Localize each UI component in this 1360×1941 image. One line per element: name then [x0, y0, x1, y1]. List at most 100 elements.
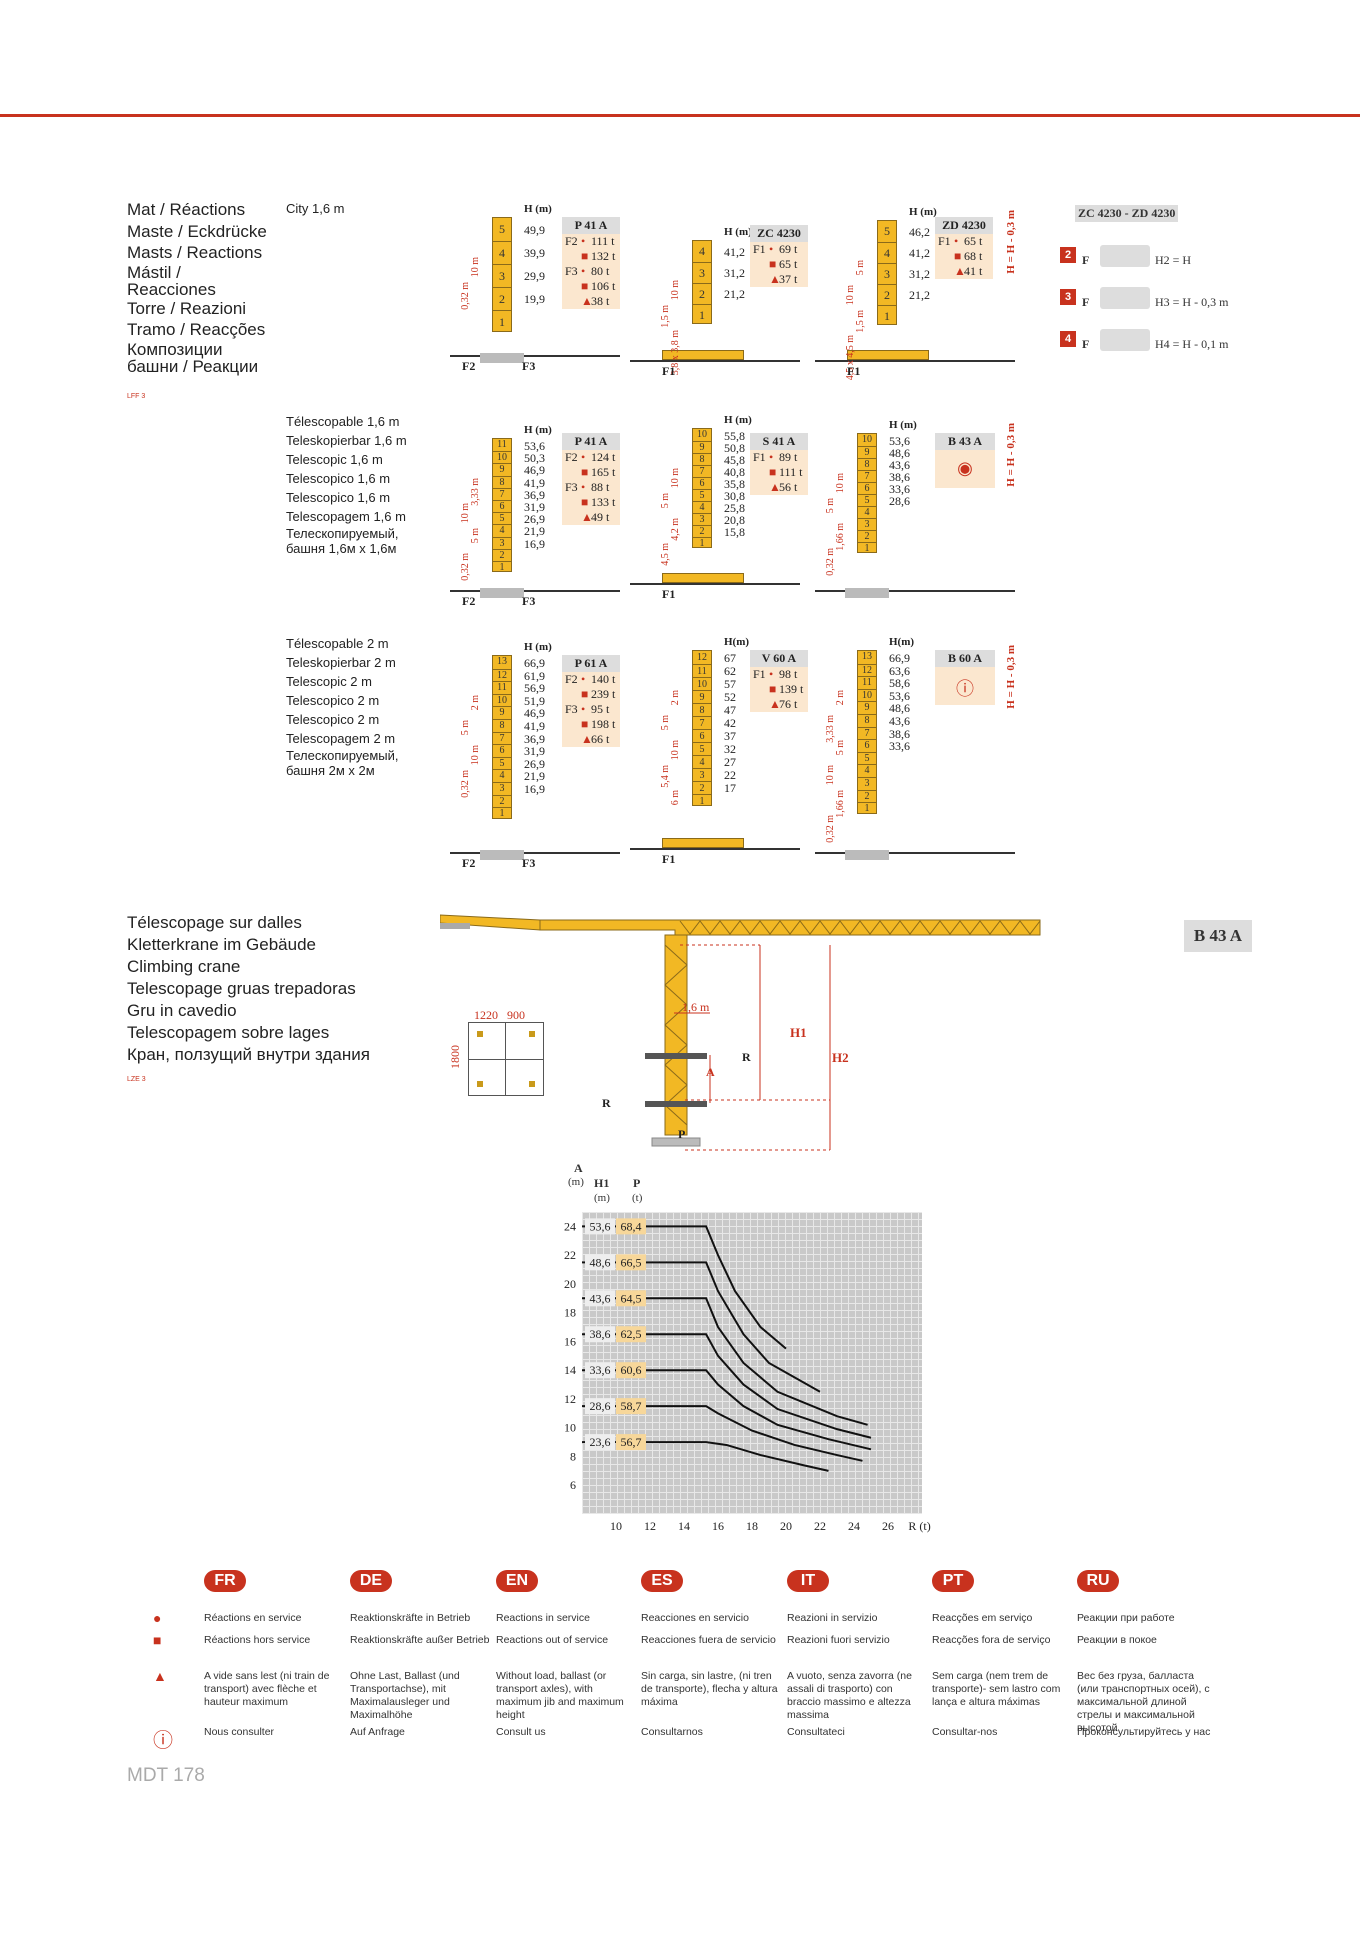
mast-segment-number: 7 — [858, 470, 876, 482]
mast-segment-number: 7 — [493, 487, 511, 500]
reaction-row: ▲76 t — [750, 697, 808, 712]
mast-segment-number: 10 — [697, 429, 707, 440]
reaction-row: F2•140 t — [562, 672, 620, 687]
in-service-icon: • — [954, 234, 959, 248]
y-tick-label: 10 — [564, 1421, 576, 1435]
legend-text: Nous consulter — [204, 1726, 275, 1738]
force-label: F2 — [462, 359, 476, 373]
reaction-row: ▲56 t — [750, 480, 808, 495]
dimension-label: 4,5 m — [660, 543, 671, 566]
weight-icon: ▲ — [769, 272, 781, 286]
mast-segment-number: 7 — [693, 716, 711, 729]
mast-segment-number: 4 — [693, 755, 711, 768]
mast-segment-number: 3 — [693, 768, 711, 781]
reaction-table: B 43 A◉ — [935, 433, 995, 488]
y-tick-label: 22 — [564, 1248, 576, 1262]
height-value: 53,6 — [889, 688, 910, 703]
chart-a-unit: (m) — [568, 1176, 584, 1188]
p-cell — [616, 1326, 646, 1343]
dimension-label: 3,33 m — [470, 478, 481, 506]
height-value: 38,6 — [889, 726, 910, 741]
dimension-label: 10 m — [460, 503, 471, 524]
r-label: R — [602, 1096, 611, 1110]
legend-text: Auf Anfrage — [350, 1726, 405, 1738]
out-of-service-icon: ■ — [581, 249, 589, 263]
dimension-label: 5 m — [470, 528, 481, 544]
series-line — [582, 1441, 829, 1472]
mast-segment-number: 4 — [878, 242, 896, 263]
in-service-icon: • — [581, 672, 586, 686]
reaction-value: 68 t — [964, 249, 983, 263]
height-value: 25,8 — [724, 501, 745, 515]
case-number: 4 — [1060, 331, 1076, 347]
mast-segment-number: 2 — [858, 530, 876, 542]
out-of-service-icon: ■ — [769, 682, 777, 696]
legend-text: Reacções em serviço — [932, 1612, 1033, 1624]
out-of-service-icon: ■ — [954, 249, 962, 263]
weight-icon: ▲ — [769, 480, 781, 494]
reaction-value: 41 t — [964, 264, 983, 278]
force-label — [938, 264, 954, 279]
mast-segment-number: 5 — [693, 742, 711, 755]
a-label: A — [706, 1065, 715, 1079]
height-value: 61,9 — [524, 668, 545, 683]
r-label: R — [742, 1050, 751, 1064]
force-label: F1 — [753, 450, 766, 464]
page-ref: MDT 178 — [127, 1765, 205, 1786]
legend-text: Вес без груза, балласта (или транспортны… — [1077, 1670, 1210, 1734]
mast-segment-number: 1 — [878, 305, 896, 326]
h1-value: 38,6 — [590, 1327, 611, 1341]
reaction-value: 49 t — [591, 510, 610, 524]
mast-segment-number: 3 — [493, 782, 511, 795]
force-label — [565, 510, 581, 525]
force-label: F1 — [662, 364, 676, 378]
dimension-label: 5 m — [825, 498, 836, 514]
table-title: P 41 A — [562, 433, 620, 450]
h1-value: 28,6 — [590, 1399, 611, 1413]
foundation-block — [480, 850, 524, 860]
height-formula: H2 = H — [1155, 253, 1192, 267]
plan-dim-w1: 1220 — [474, 1008, 498, 1022]
dimension-label: 10 m — [670, 280, 681, 301]
ground-line — [630, 360, 800, 362]
reaction-row: ▲66 t — [562, 732, 620, 747]
height-value: 30,8 — [724, 489, 745, 503]
reaction-row: ■68 t — [935, 249, 993, 264]
legend-text: Consultarnos — [641, 1726, 703, 1738]
mast-segment-number: 6 — [493, 500, 511, 512]
reaction-row: F3•88 t — [562, 480, 620, 495]
mast-segment-number: 9 — [858, 446, 876, 458]
legend-text: Consult us — [496, 1726, 546, 1738]
height-value: 17 — [724, 781, 736, 795]
force-label: F2 — [565, 234, 578, 248]
legend-text: Without load, ballast (or transport axle… — [496, 1670, 624, 1721]
force-label: F3 — [522, 359, 536, 373]
reaction-row: ▲41 t — [935, 264, 993, 279]
mast-segment-number: 4 — [493, 241, 511, 264]
table-title: B 60 A — [935, 650, 995, 667]
force-label — [753, 697, 769, 712]
legend-text: Reacciones en servicio — [641, 1612, 749, 1624]
chart-p-unit: (t) — [632, 1192, 643, 1204]
height-unit-label: H (m) — [524, 424, 552, 436]
y-tick-label: 12 — [564, 1392, 576, 1406]
legend-text: A vuoto, senza zavorra (ne assali di tra… — [787, 1670, 912, 1721]
reaction-row: F2•111 t — [562, 234, 620, 249]
force-label — [565, 687, 581, 702]
mast-segment-number: 12 — [697, 652, 707, 663]
height-value: 33,6 — [889, 482, 910, 496]
height-formula: H3 = H - 0,3 m — [1155, 295, 1229, 309]
reaction-row: ■65 t — [750, 257, 808, 272]
mast-segment-number: 2 — [493, 794, 511, 808]
reaction-value: 132 t — [591, 249, 616, 263]
in-service-icon: • — [581, 234, 586, 248]
reaction-row: ■106 t — [562, 279, 620, 294]
